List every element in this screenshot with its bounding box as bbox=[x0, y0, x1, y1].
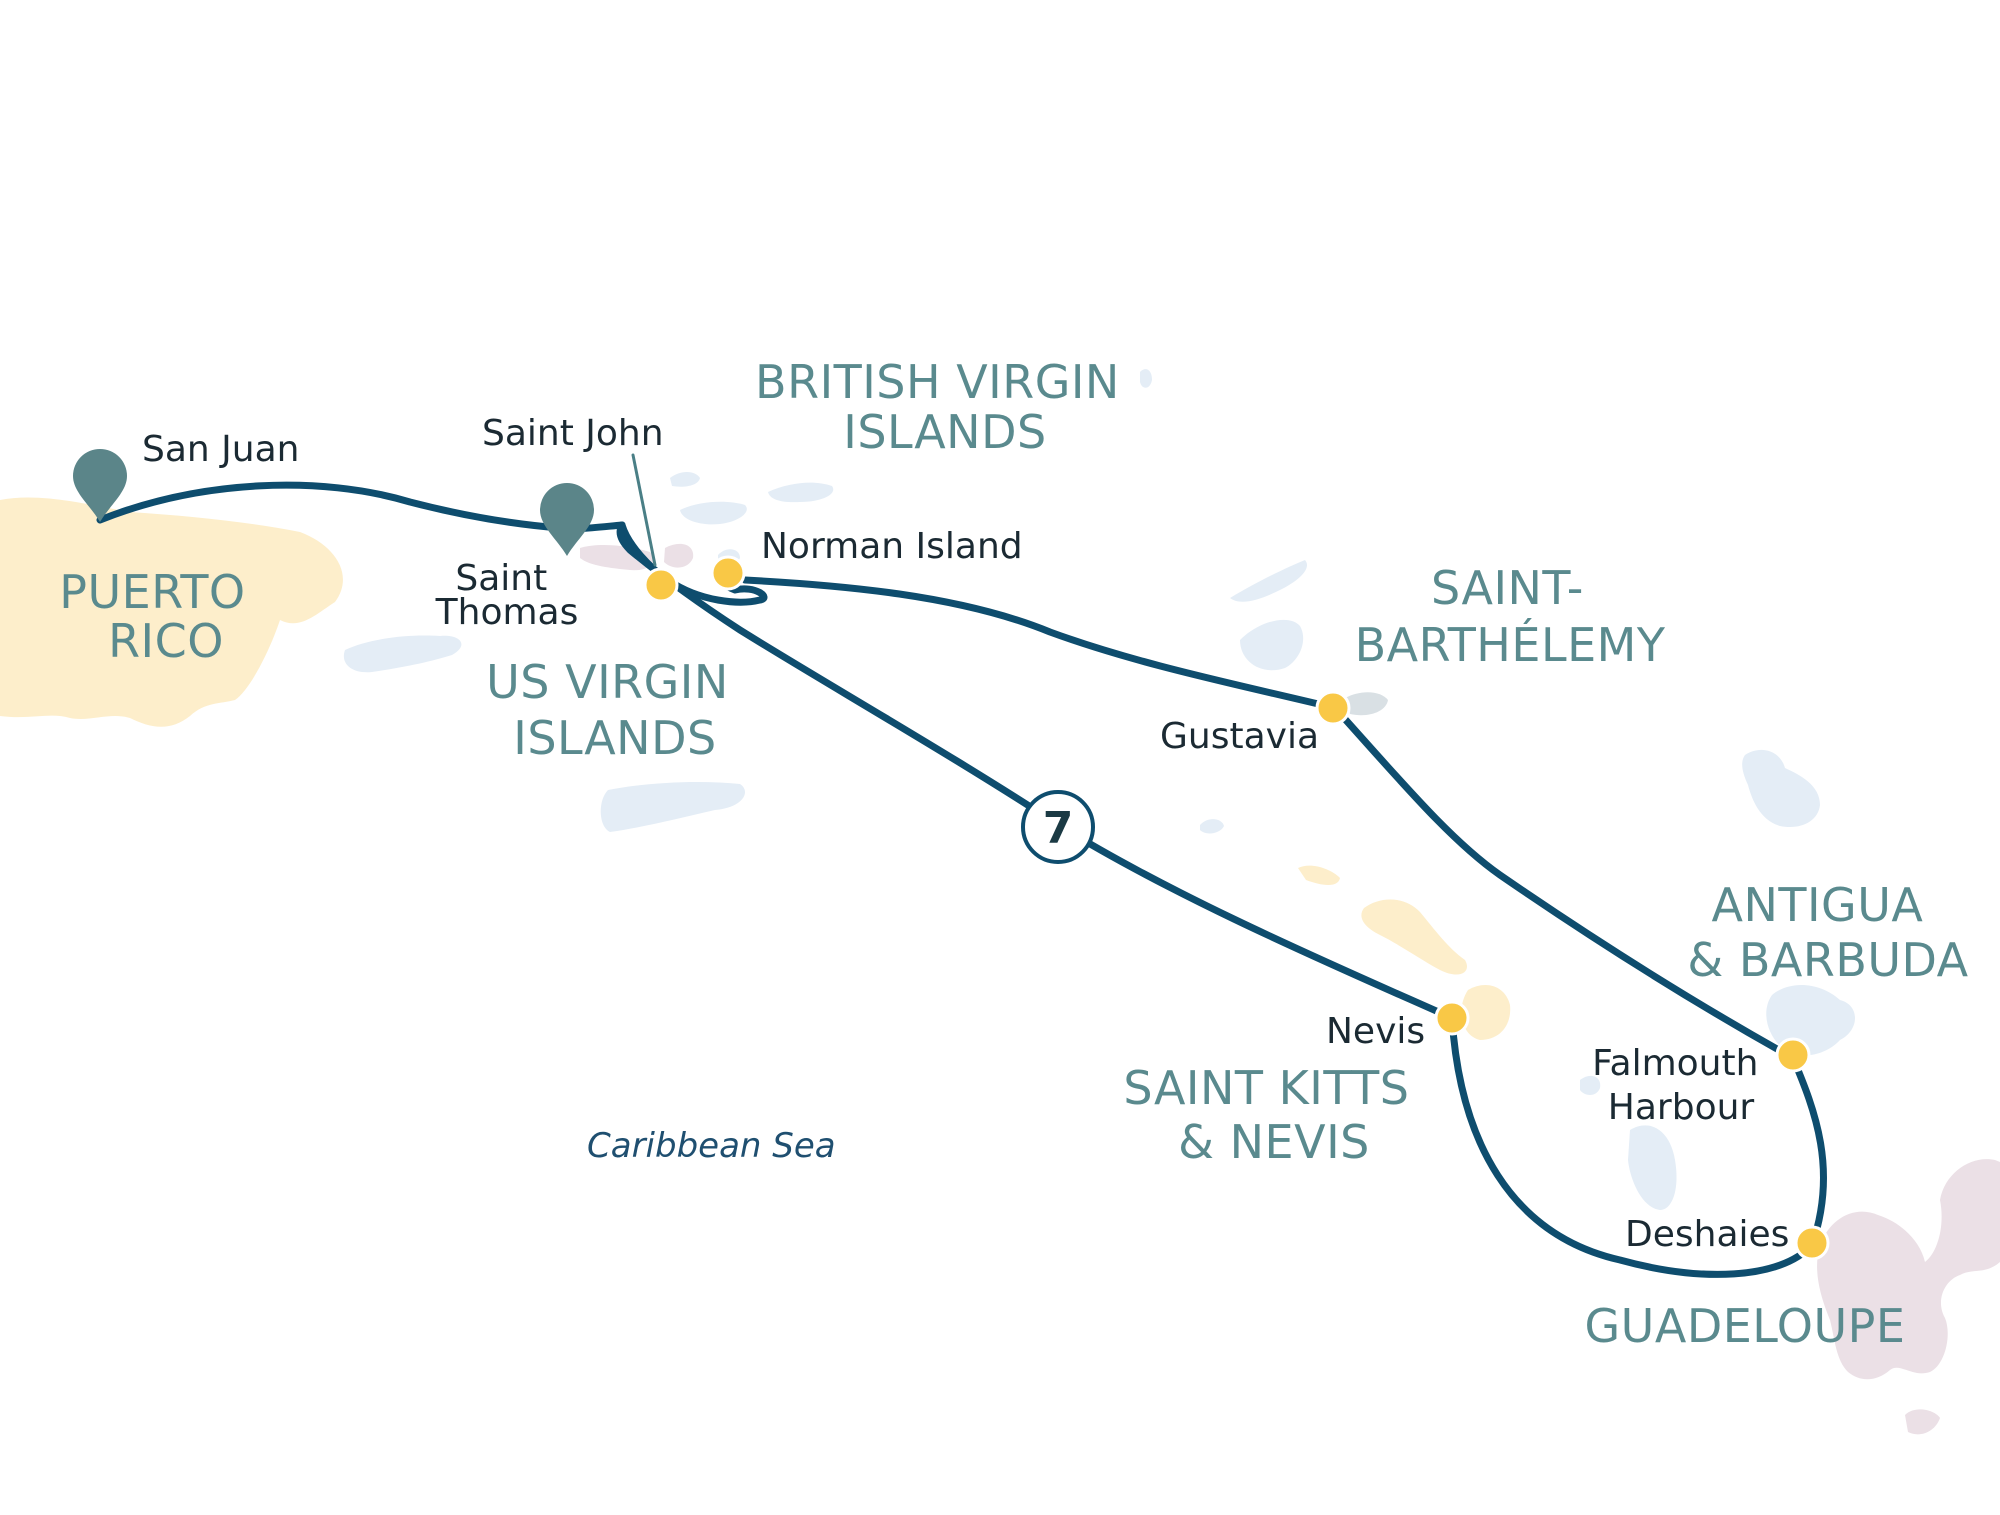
stop-nevis[interactable] bbox=[1434, 1000, 1470, 1036]
montserrat-island bbox=[1580, 1075, 1601, 1095]
label-puerto-rico: PUERTO RICO bbox=[59, 565, 261, 668]
antigua-island bbox=[1766, 984, 1855, 1056]
barbuda-island bbox=[1742, 749, 1820, 828]
saint-kitts-island bbox=[1361, 899, 1468, 975]
puerto-rico-land bbox=[0, 497, 343, 727]
route-gustavia-to-falmouth bbox=[1331, 704, 1797, 1062]
saint-croix-island bbox=[600, 782, 746, 832]
pin-saint-thomas[interactable] bbox=[540, 483, 594, 556]
stop-norman-island[interactable] bbox=[710, 555, 746, 591]
route-nevis-to-saint-thomas bbox=[616, 521, 1456, 1022]
label-guadeloupe: GUADELOUPE bbox=[1585, 1299, 1906, 1353]
label-saint-barthelemy: SAINT- BARTHÉLEMY bbox=[1355, 561, 1666, 672]
port-stops bbox=[643, 555, 1830, 1261]
saint-barthelemy-island bbox=[1345, 692, 1388, 716]
route-deshaies-to-nevis bbox=[1448, 1014, 1816, 1278]
label-deshaies: Deshaies bbox=[1625, 1214, 1789, 1255]
label-san-juan: San Juan bbox=[142, 429, 299, 470]
stop-saint-john[interactable] bbox=[643, 567, 679, 603]
nights-badge-number: 7 bbox=[1043, 803, 1074, 854]
vieques-island bbox=[343, 635, 462, 673]
saint-john-island bbox=[664, 543, 694, 568]
bvi-jost-van-dyke bbox=[670, 472, 700, 487]
saint-john-leader-line bbox=[631, 453, 657, 567]
redonda-island bbox=[1628, 1125, 1677, 1210]
pin-san-juan[interactable] bbox=[73, 449, 127, 522]
nevis-island bbox=[1461, 985, 1511, 1040]
port-labels: San Juan Saint Thomas Saint John Norman … bbox=[142, 413, 1789, 1255]
bvi-tortola bbox=[680, 501, 747, 525]
country-labels: PUERTO RICO US VIRGIN ISLANDS BRITISH VI… bbox=[59, 355, 1968, 1353]
marie-galante-island bbox=[1905, 1409, 1940, 1435]
map-pin-icon bbox=[73, 449, 127, 522]
label-nevis: Nevis bbox=[1326, 1011, 1425, 1052]
label-saint-kitts-nevis: SAINT KITTS & NEVIS bbox=[1123, 1061, 1424, 1169]
land-layer bbox=[0, 369, 2000, 1435]
label-caribbean-sea: Caribbean Sea bbox=[587, 1126, 836, 1166]
label-norman-island: Norman Island bbox=[761, 526, 1023, 567]
label-saint-thomas: Saint Thomas bbox=[435, 558, 579, 633]
saint-martin-island bbox=[1240, 619, 1304, 671]
cruise-route bbox=[96, 453, 1828, 1278]
bvi-anegada bbox=[1140, 369, 1152, 388]
guadeloupe-land bbox=[1817, 1159, 2000, 1380]
label-saint-john: Saint John bbox=[482, 413, 664, 454]
sint-eustatius-island bbox=[1298, 865, 1340, 885]
nights-badge-circle bbox=[1021, 790, 1095, 864]
label-falmouth-harbour: Falmouth Harbour bbox=[1592, 1043, 1770, 1128]
stop-deshaies[interactable] bbox=[1794, 1225, 1830, 1261]
nights-badge: 7 bbox=[1021, 790, 1095, 864]
stop-gustavia[interactable] bbox=[1315, 690, 1351, 726]
label-us-virgin-islands: US VIRGIN ISLANDS bbox=[486, 655, 744, 765]
saba-island bbox=[1200, 819, 1224, 834]
route-falmouth-to-deshaies bbox=[1789, 1054, 1828, 1249]
stop-falmouth-harbour[interactable] bbox=[1775, 1037, 1811, 1073]
route-norman-island-to-gustavia bbox=[741, 576, 1339, 712]
label-antigua-barbuda: ANTIGUA & BARBUDA bbox=[1687, 878, 1968, 987]
map-pin-icon bbox=[540, 483, 594, 556]
anguilla-island bbox=[1230, 560, 1308, 602]
label-gustavia: Gustavia bbox=[1160, 716, 1319, 757]
bvi-virgin-gorda bbox=[768, 482, 834, 503]
label-british-virgin-islands: BRITISH VIRGIN ISLANDS bbox=[755, 355, 1135, 459]
